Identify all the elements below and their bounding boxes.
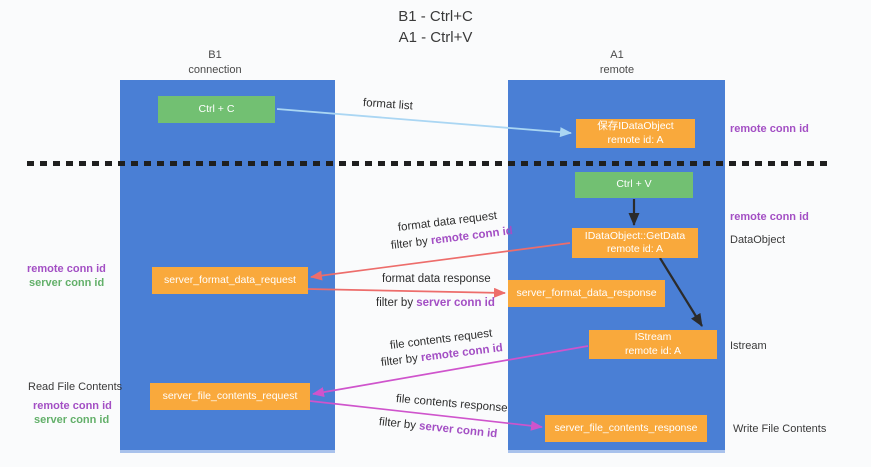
- column-header-a1: A1 remote: [562, 48, 672, 78]
- filter-server-conn-id: server conn id: [418, 420, 498, 441]
- node-server-format-data-request: server_format_data_request: [152, 267, 308, 294]
- getdata-line2: remote id: A: [606, 243, 664, 255]
- left-server-conn-id-bottom: server conn id: [34, 414, 110, 426]
- filter-prefix: filter by: [378, 416, 420, 433]
- left-remote-conn-id-bottom: remote conn id: [33, 400, 112, 412]
- getdata-line1: IDataObject::GetData: [584, 229, 686, 242]
- node-ctrl-c: Ctrl + C: [158, 96, 275, 123]
- file-contents-response-label: file contents response: [395, 393, 508, 415]
- save-idataobject-line1: 保存IDataObject: [597, 120, 674, 133]
- diagram-title: B1 - Ctrl+C A1 - Ctrl+V: [0, 6, 871, 48]
- node-server-file-contents-response: server_file_contents_response: [545, 415, 707, 442]
- node-server-file-contents-request: server_file_contents_request: [150, 383, 310, 410]
- left-server-conn-id-top: server conn id: [29, 277, 105, 289]
- file-contents-response-filter-label: filter by server conn id: [378, 416, 497, 440]
- format-response-label: server_format_data_response: [516, 286, 657, 299]
- right-remote-conn-id-top: remote conn id: [730, 123, 809, 135]
- a1-role: remote: [599, 63, 635, 76]
- title-line-1: B1 - Ctrl+C: [398, 8, 473, 25]
- column-header-b1: B1 connection: [160, 48, 270, 78]
- file-response-label: server_file_contents_response: [554, 421, 698, 434]
- dataobject-label: DataObject: [730, 234, 786, 246]
- ctrl-c-label: Ctrl + C: [198, 102, 235, 115]
- node-server-format-data-response: server_format_data_response: [508, 280, 665, 307]
- format-list-label: format list: [362, 97, 414, 113]
- format-data-response-arrow: [307, 287, 506, 298]
- filter-prefix: filter by: [376, 297, 417, 309]
- read-file-contents-label: Read File Contents: [28, 381, 123, 393]
- istream-line1: IStream: [634, 331, 672, 344]
- file-request-label: server_file_contents_request: [162, 389, 298, 402]
- node-ctrl-v: Ctrl + V: [575, 172, 693, 198]
- filter-server-conn-id: server conn id: [416, 297, 495, 309]
- format-request-label: server_format_data_request: [164, 273, 296, 286]
- node-idataobject-getdata: IDataObject::GetData remote id: A: [572, 228, 698, 258]
- save-idataobject-line2: remote id: A: [607, 133, 664, 146]
- dashed-separator: [27, 161, 833, 166]
- ctrl-v-label: Ctrl + V: [616, 178, 652, 191]
- format-data-response-filter-label: filter by server conn id: [376, 297, 495, 309]
- write-file-contents-label: Write File Contents: [733, 423, 827, 435]
- title-line-2: A1 - Ctrl+V: [398, 29, 473, 46]
- node-istream: IStream remote id: A: [589, 330, 717, 359]
- filter-prefix: filter by: [390, 235, 432, 252]
- node-save-idataobject: 保存IDataObject remote id: A: [576, 119, 695, 148]
- filter-prefix: filter by: [380, 352, 422, 369]
- istream-line2: remote id: A: [624, 344, 682, 357]
- left-remote-conn-id-top: remote conn id: [27, 263, 106, 275]
- right-remote-conn-id-mid: remote conn id: [730, 211, 809, 223]
- istream-side-label: Istream: [730, 340, 767, 352]
- b1-role: connection: [188, 63, 242, 76]
- a1-name: A1: [610, 49, 624, 61]
- format-data-response-label: format data response: [382, 273, 491, 285]
- b1-name: B1: [208, 49, 222, 61]
